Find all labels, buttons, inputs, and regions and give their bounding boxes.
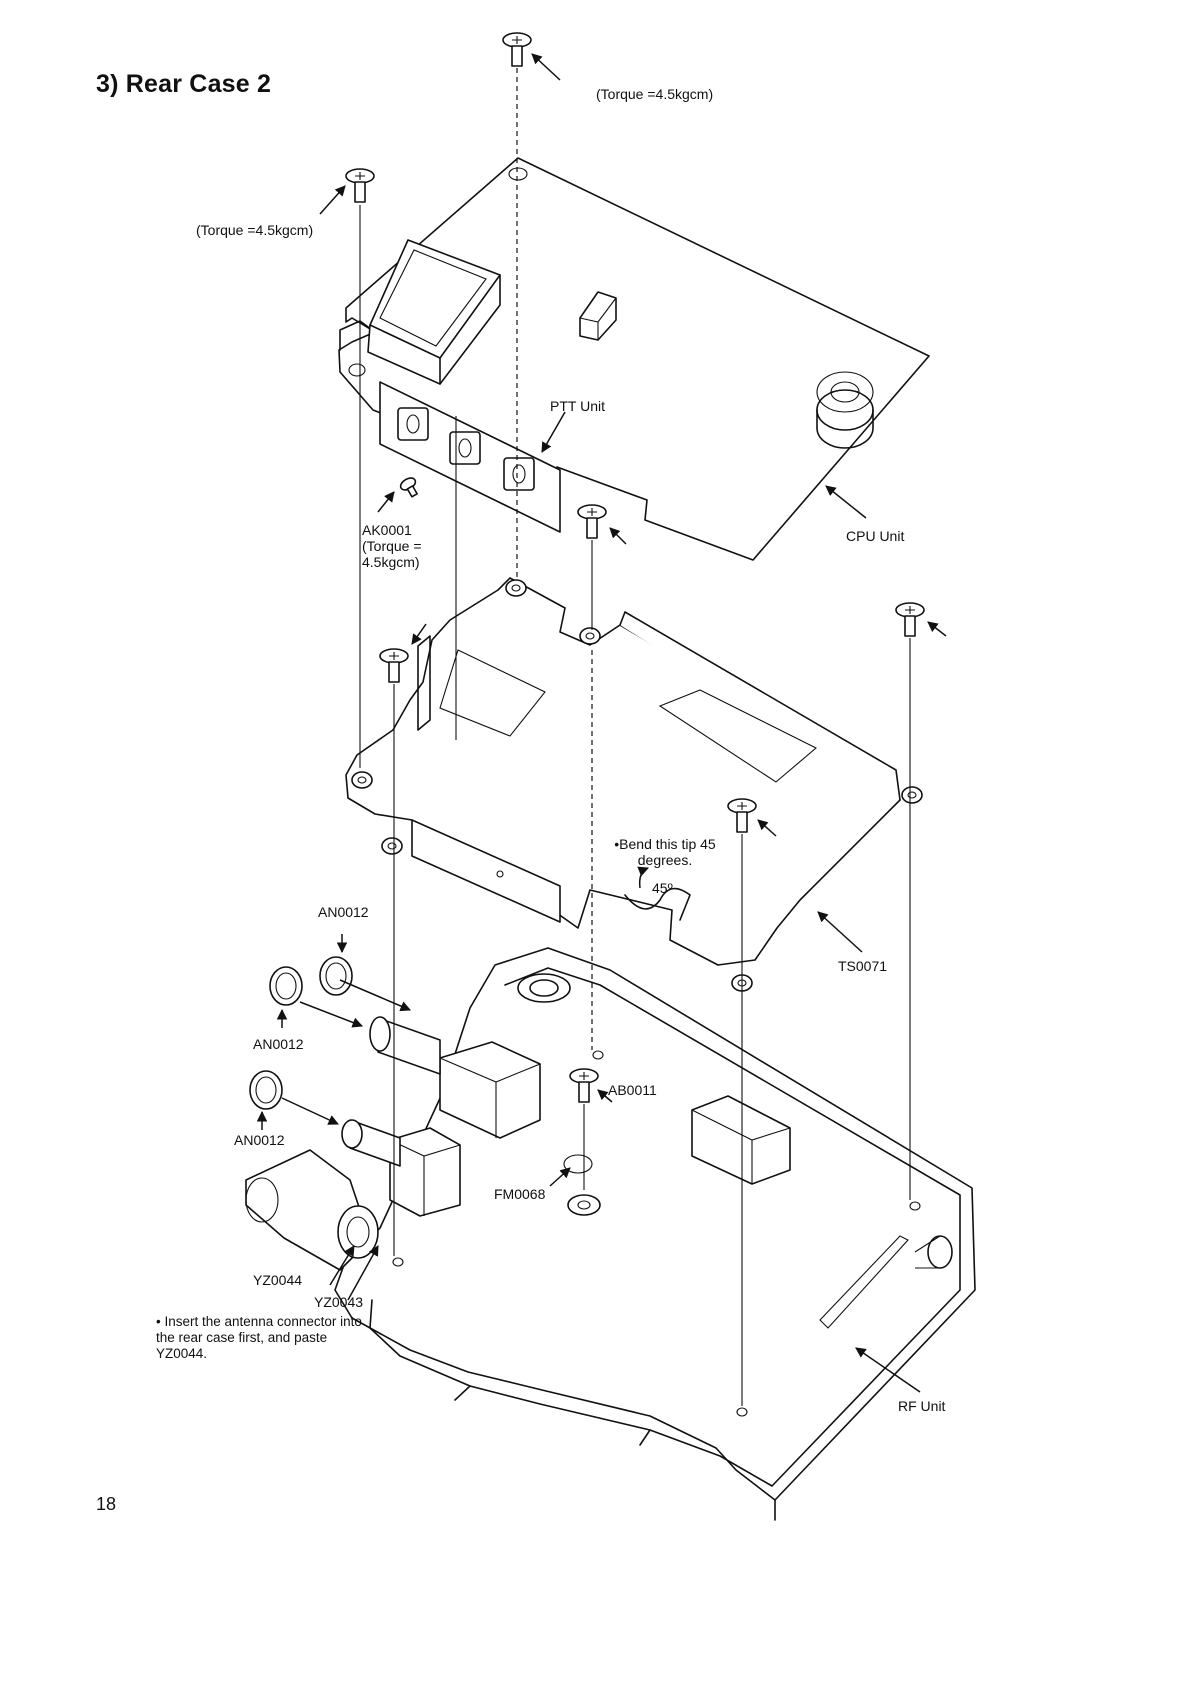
- cpu-unit-board: [338, 157, 930, 561]
- ak0001-label: AK0001: [362, 522, 412, 538]
- an0012-label-bottom: AN0012: [234, 1132, 285, 1148]
- screws: [345, 32, 925, 1103]
- o-rings: [249, 956, 353, 1110]
- page-title: 3) Rear Case 2: [96, 70, 272, 98]
- guide-lines: [359, 68, 911, 1406]
- insert-antenna-note: • Insert the antenna connector into the …: [156, 1314, 362, 1361]
- yz0044-label: YZ0044: [253, 1272, 303, 1288]
- torque-label-left: (Torque =4.5kgcm): [196, 222, 314, 238]
- shield-plate: [345, 577, 923, 992]
- fm0068-label: FM0068: [494, 1186, 546, 1202]
- yz0043-label: YZ0043: [314, 1294, 364, 1310]
- page-number: 18: [96, 1494, 117, 1514]
- ptt-unit-board: [379, 381, 561, 533]
- callout-arrows: [256, 53, 947, 1393]
- bend-angle-label: 45º: [652, 880, 673, 896]
- ak0001-torque-label: (Torque = 4.5kgcm): [362, 538, 422, 570]
- ts0071-label: TS0071: [838, 958, 888, 974]
- rf-unit-label: RF Unit: [898, 1398, 946, 1414]
- ab0011-label: AB0011: [608, 1082, 657, 1098]
- an0012-label-top: AN0012: [318, 904, 369, 920]
- torque-label-top: (Torque =4.5kgcm): [596, 86, 714, 102]
- ptt-unit-label: PTT Unit: [550, 398, 605, 414]
- cpu-unit-label: CPU Unit: [846, 528, 905, 544]
- an0012-label-middle: AN0012: [253, 1036, 304, 1052]
- rear-case: [245, 947, 976, 1521]
- bend-tip-note: •Bend this tip 45 degrees.: [614, 836, 716, 868]
